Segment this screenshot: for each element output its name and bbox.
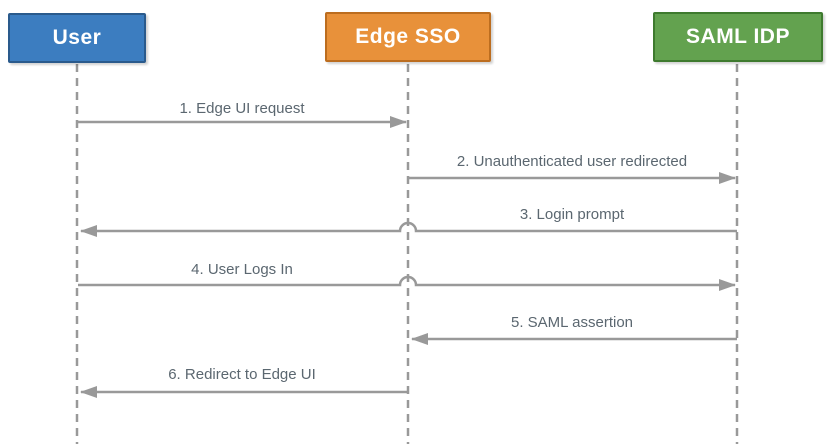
actor-label-edge-sso: Edge SSO xyxy=(355,25,461,48)
message-label-2: 2. Unauthenticated user redirected xyxy=(456,153,688,170)
message-label-4: 4. User Logs In xyxy=(191,261,293,278)
message-arrow-3 xyxy=(80,221,737,237)
actor-box-user: User xyxy=(8,13,146,63)
actor-box-edge-sso: Edge SSO xyxy=(325,12,491,62)
message-arrow-4 xyxy=(78,275,736,291)
message-label-3: 3. Login prompt xyxy=(519,206,625,223)
actor-label-saml-idp: SAML IDP xyxy=(686,25,790,48)
message-label-5: 5. SAML assertion xyxy=(511,314,633,331)
message-label-1: 1. Edge UI request xyxy=(179,100,305,117)
actor-box-saml-idp: SAML IDP xyxy=(653,12,823,62)
actor-label-user: User xyxy=(52,26,102,49)
message-label-6: 6. Redirect to Edge UI xyxy=(168,366,316,383)
